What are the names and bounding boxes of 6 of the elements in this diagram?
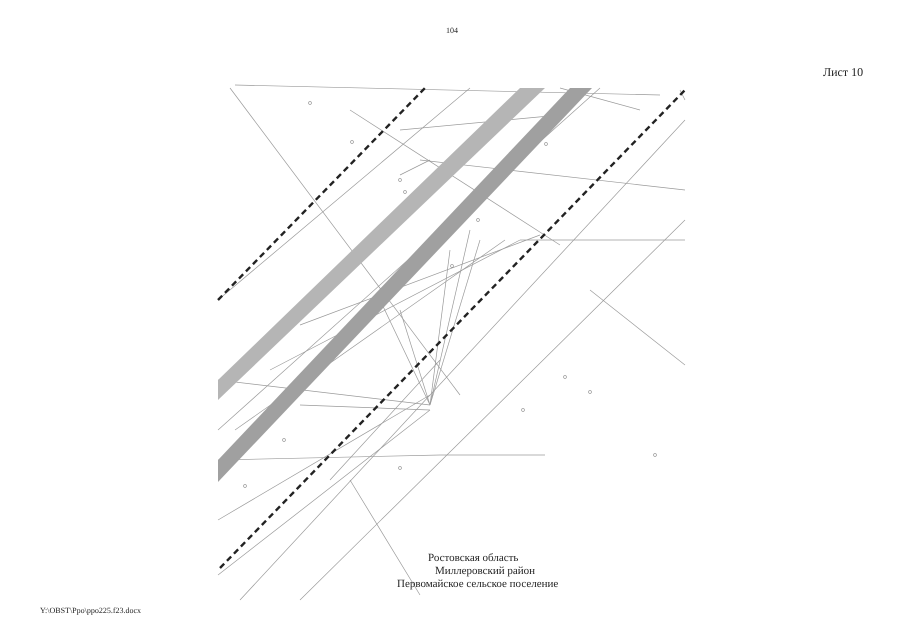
district-name: Миллеровский район: [435, 565, 536, 578]
settlement-name: Первомайское сельское поселение: [397, 578, 558, 590]
region-name: Ростовская область: [428, 552, 518, 564]
page-number: 104: [446, 27, 458, 36]
sheet-number: Лист 10: [823, 66, 864, 80]
file-path: Y:\OBST\Ppo\ppo225.f23.docx: [40, 607, 142, 616]
